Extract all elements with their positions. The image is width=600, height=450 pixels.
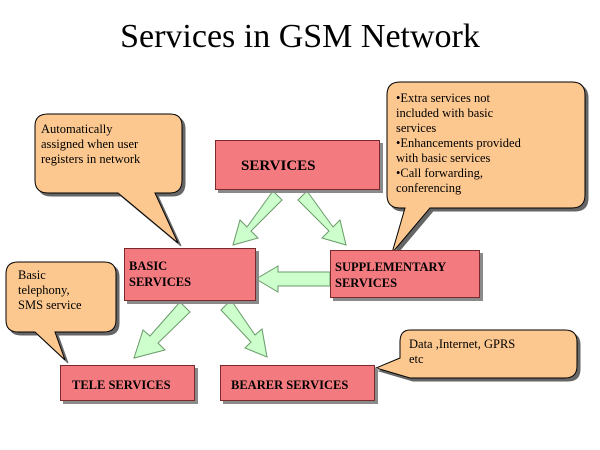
arrow-services-to-basic [232, 190, 283, 246]
node-basic-line: SERVICES [129, 275, 192, 289]
callout-line: SMS service [18, 298, 82, 312]
arrow-supplementary-to-basic [255, 265, 331, 293]
node-supplementary-line: SUPPLEMENTARY [335, 260, 447, 274]
callout-basic-text: Automatically assigned when user registe… [41, 122, 140, 167]
node-services: SERVICES [215, 140, 380, 190]
callout-bearer-bubble [374, 329, 578, 379]
callout-line: assigned when user [41, 137, 139, 151]
node-tele-label: TELE SERVICES [72, 378, 171, 392]
node-basic-label: BASIC SERVICES [129, 258, 191, 290]
node-bearer-services: BEARER SERVICES [220, 365, 375, 401]
node-services-label: SERVICES [241, 158, 316, 174]
callout-line: registers in network [41, 152, 141, 166]
callout-line: included with basic [396, 106, 494, 120]
callout-line: Data ,Internet, GPRS [409, 337, 516, 351]
node-basic-services: BASIC SERVICES [124, 248, 256, 301]
node-basic-line: BASIC [129, 259, 168, 273]
callout-basic-bubble [34, 113, 183, 244]
arrow-basic-to-tele [133, 301, 191, 359]
callout-tele-text: Basic telephony, SMS service [18, 268, 82, 313]
callout-supp-bubble [386, 81, 586, 254]
callout-line: telephony, [18, 283, 70, 297]
callout-line: •Extra services not [396, 91, 490, 105]
callout-bearer-text: Data ,Internet, GPRS etc [409, 337, 515, 367]
node-supplementary-services: SUPPLEMENTARY SERVICES [330, 250, 480, 298]
page-title: Services in GSM Network [120, 18, 480, 55]
node-supplementary-label: SUPPLEMENTARY SERVICES [335, 259, 446, 291]
arrow-basic-to-bearer [220, 299, 268, 358]
callout-supp-text: •Extra services not included with basic … [396, 91, 521, 196]
callout-tele-bubble [5, 261, 117, 361]
callout-line: •Call forwarding, [396, 166, 483, 180]
callout-line: etc [409, 352, 424, 366]
callout-line: with basic services [396, 151, 491, 165]
callout-line: Basic [18, 268, 46, 282]
callout-line: services [396, 121, 437, 135]
arrow-services-to-supplementary [297, 190, 347, 246]
node-tele-services: TELE SERVICES [60, 365, 195, 401]
node-bearer-label: BEARER SERVICES [231, 378, 349, 392]
callout-line: •Enhancements provided [396, 136, 521, 150]
node-supplementary-line: SERVICES [335, 276, 398, 290]
callout-line: Automatically [41, 122, 113, 136]
callout-line: conferencing [396, 181, 462, 195]
